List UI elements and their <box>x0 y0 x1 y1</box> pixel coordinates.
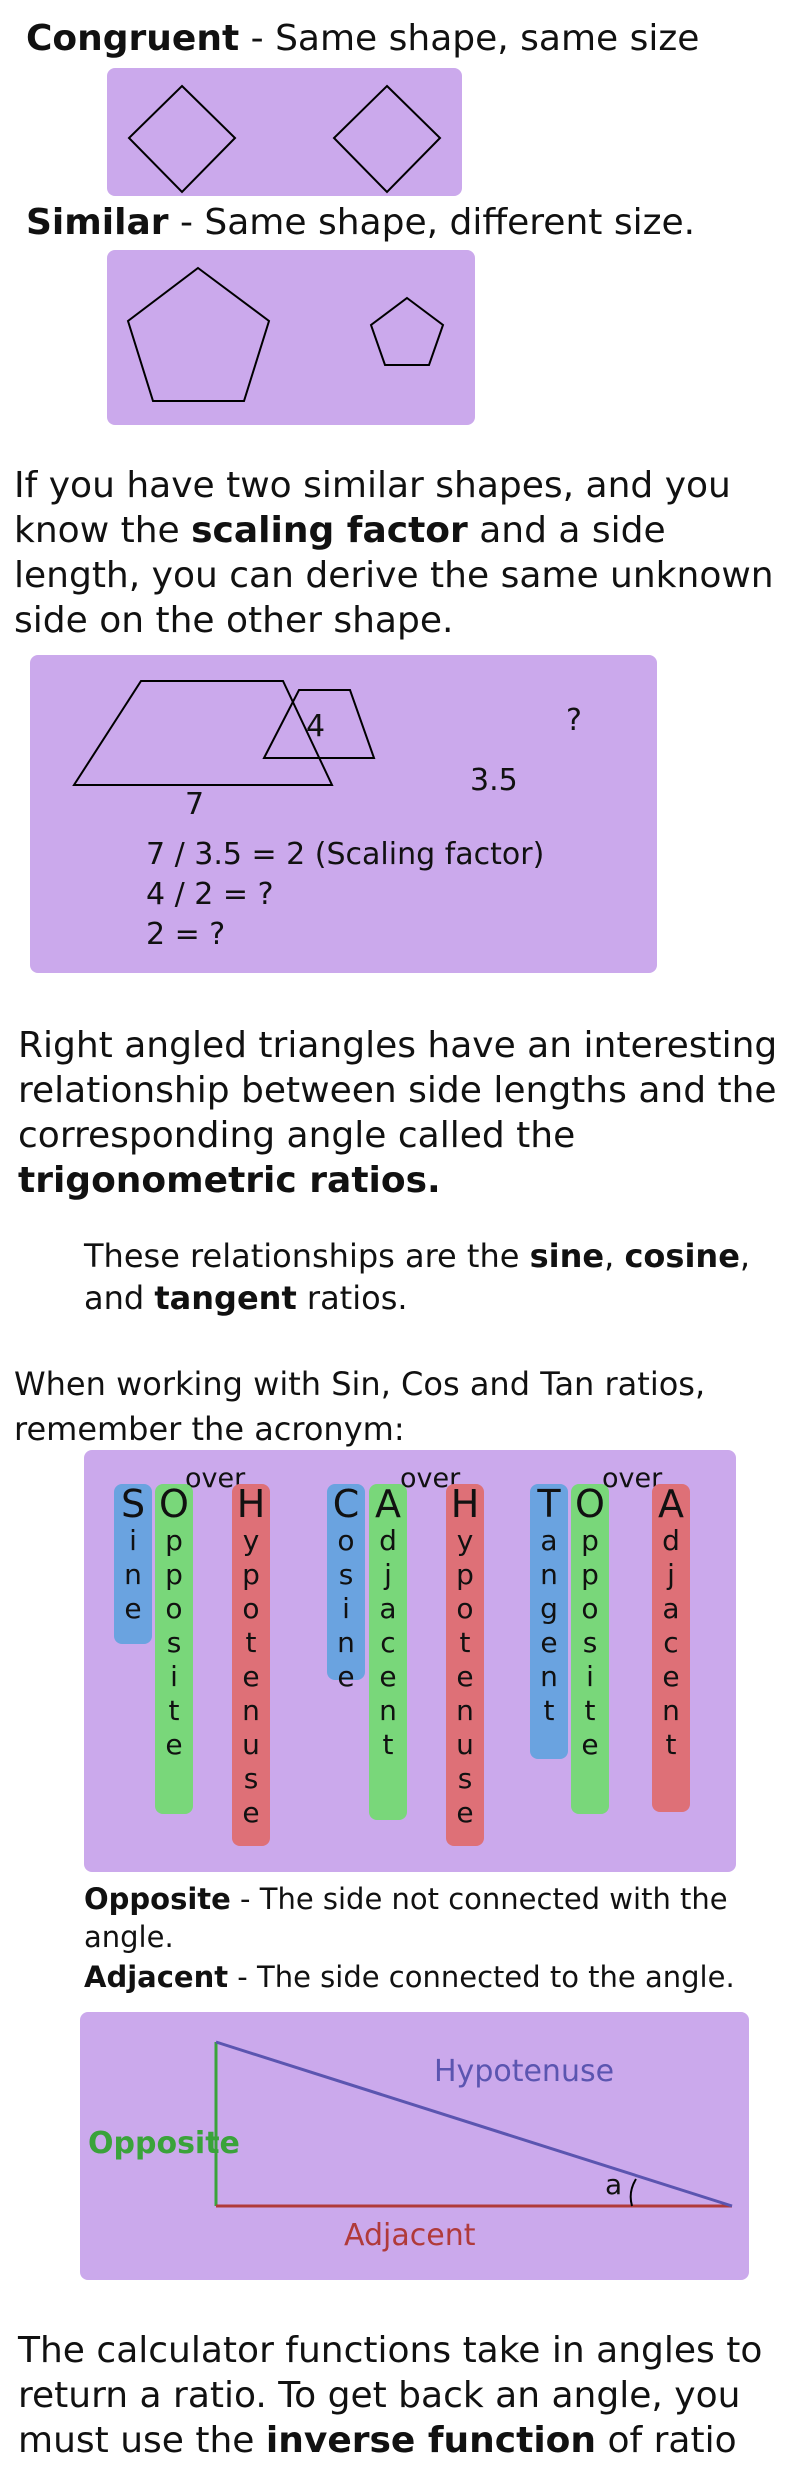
calc-line-3: 2 = ? <box>146 917 226 952</box>
scaling-factor-term: scaling factor <box>191 510 468 551</box>
congruent-description: - Same shape, same size <box>239 18 700 59</box>
cosine-column: C osine <box>327 1484 365 1694</box>
cosine-term: cosine <box>624 1237 740 1275</box>
opposite-definition: Opposite - The side not connected with t… <box>84 1882 728 1954</box>
congruent-diamonds <box>127 84 442 194</box>
acronym-panel: over S ine O pposite H ypotenuse over C … <box>84 1450 736 1872</box>
hypotenuse-column-1: H ypotenuse <box>232 1484 270 1846</box>
similar-heading: Similar - Same shape, different size. <box>26 202 695 243</box>
adjacent-term: Adjacent <box>84 1960 229 1994</box>
congruent-term: Congruent <box>26 18 240 59</box>
calculator-text: The calculator functions take in angles … <box>18 2330 763 2461</box>
similar-panel <box>107 250 475 425</box>
adjacent-label: Adjacent <box>344 2218 476 2253</box>
inverse-function-term: inverse function <box>265 2420 597 2461</box>
opposite-column-1: O pposite <box>155 1484 193 1814</box>
trig-relationships: These relationships are the sine, cosine… <box>84 1237 751 1317</box>
congruent-panel <box>107 68 462 196</box>
calc-line-1: 7 / 3.5 = 2 (Scaling factor) <box>146 837 545 872</box>
congruent-heading: Congruent - Same shape, same size <box>26 18 699 59</box>
trapezoids <box>72 680 376 786</box>
hypotenuse-column-2: H ypotenuse <box>446 1484 484 1846</box>
acronym-intro: When working with Sin, Cos and Tan ratio… <box>14 1365 706 1448</box>
similar-description: - Same shape, different size. <box>168 202 696 243</box>
adjacent-definition: Adjacent - The side connected to the ang… <box>84 1960 735 1994</box>
trig-intro: Right angled triangles have an interesti… <box>18 1025 778 1201</box>
scaling-example-panel: 4 7 ? 3.5 7 / 3.5 = 2 (Scaling factor) 4… <box>30 655 657 973</box>
opposite-label: Opposite <box>88 2126 240 2161</box>
scaling-intro: If you have two similar shapes, and you … <box>14 465 774 641</box>
small-base-label: 3.5 <box>470 763 518 798</box>
calc-line-2: 4 / 2 = ? <box>146 877 274 912</box>
adjacent-column-2: A djacent <box>652 1484 690 1812</box>
big-side-label: 4 <box>306 709 326 744</box>
right-triangle <box>214 2040 733 2208</box>
similar-term: Similar <box>26 202 169 243</box>
big-base-label: 7 <box>185 787 205 822</box>
angle-label: a <box>605 2168 623 2201</box>
tangent-term: tangent <box>154 1279 297 1317</box>
trig-ratios-term: trigonometric ratios. <box>18 1160 441 1201</box>
right-triangle-panel: Hypotenuse Opposite Adjacent a <box>80 2012 749 2280</box>
sine-column: S ine <box>114 1484 152 1644</box>
tangent-column: T angent <box>530 1484 568 1759</box>
small-side-label: ? <box>566 703 582 738</box>
sine-term: sine <box>529 1237 605 1275</box>
adjacent-column-1: A djacent <box>369 1484 407 1820</box>
similar-pentagons <box>126 266 445 402</box>
hypotenuse-label: Hypotenuse <box>434 2054 615 2089</box>
opposite-term: Opposite <box>84 1882 231 1916</box>
opposite-column-2: O pposite <box>571 1484 609 1814</box>
